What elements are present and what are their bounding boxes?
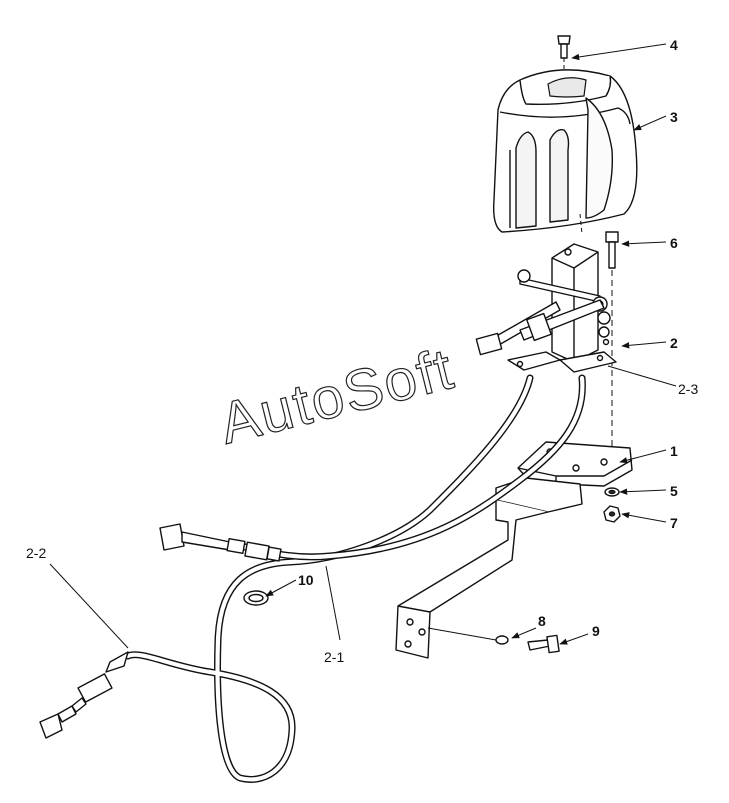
callout-1: 1 — [670, 443, 678, 459]
callout-2-1: 2-1 — [324, 649, 344, 665]
callout-2-2: 2-2 — [26, 545, 46, 561]
part-8-washer — [495, 635, 509, 645]
part-3-cover — [492, 69, 638, 235]
part-5-washer — [604, 487, 620, 497]
callout-2-3: 2-3 — [678, 381, 698, 397]
part-9-bolt — [527, 634, 560, 654]
callout-6: 6 — [670, 235, 678, 251]
part-4-screw — [557, 35, 571, 72]
callout-7: 7 — [670, 515, 678, 531]
part-10-clip — [243, 590, 269, 606]
cable-end-fitting — [159, 523, 282, 562]
callout-8: 8 — [538, 613, 546, 629]
watermark-text: AutoSoft — [213, 336, 460, 457]
cable-2-2-end — [39, 651, 129, 739]
callout-9: 9 — [592, 623, 600, 639]
cable-2-3 — [236, 374, 586, 561]
callout-2: 2 — [670, 335, 678, 351]
cable-2-1 — [124, 374, 534, 783]
part-2-lever-assembly — [475, 243, 617, 373]
callout-3: 3 — [670, 109, 678, 125]
callout-leaders — [49, 43, 677, 649]
callout-4: 4 — [670, 37, 678, 53]
callout-10: 10 — [298, 572, 314, 588]
callout-labels: 4 3 6 2 2-3 1 5 7 8 9 10 2-1 2-2 — [26, 37, 698, 665]
callout-5: 5 — [670, 483, 678, 499]
part-7-nut — [603, 505, 621, 523]
